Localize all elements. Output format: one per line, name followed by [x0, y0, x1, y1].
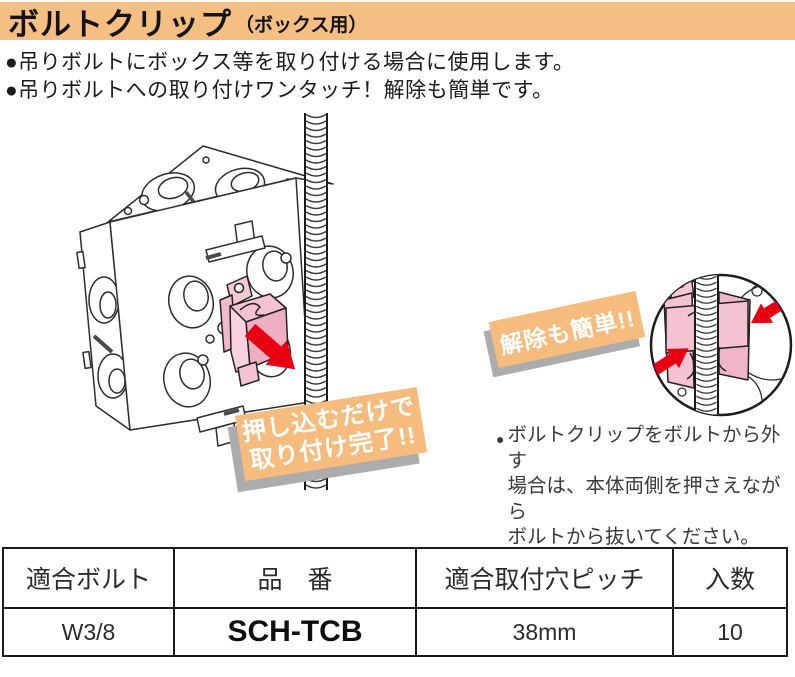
product-spec-table: 適合ボルト 品 番 適合取付穴ピッチ 入数 W3/8 SCH-TCB 38mm …	[2, 547, 788, 657]
intro-bullet-2: ●吊りボルトへの取り付けワンタッチ！解除も簡単です。	[5, 78, 554, 102]
attach-arrow-icon	[244, 323, 296, 370]
intro-bullets: ●吊りボルトにボックス等を取り付ける場合に使用します。 ●吊りボルトへの取り付け…	[5, 49, 574, 104]
outlet-box-drawing	[76, 145, 334, 447]
page-title-band: ボルトクリップ （ボックス用）	[0, 2, 795, 42]
cell-part-number: SCH-TCB	[173, 607, 417, 657]
cell-bolt: W3/8	[2, 607, 175, 657]
col-header-bolt: 適合ボルト	[2, 547, 175, 609]
spec-header-row: 適合ボルト 品 番 適合取付穴ピッチ 入数	[2, 547, 788, 609]
page-subtitle: （ボックス用）	[235, 15, 368, 36]
note-line-3: ボルトから抜いてください。	[507, 526, 760, 548]
note-bullet: ●	[496, 431, 505, 447]
cell-hole-pitch: 38mm	[415, 607, 674, 657]
note-line-2: 場合は、本体両側を押さえながら	[507, 475, 781, 523]
cell-quantity: 10	[672, 607, 788, 657]
note-line-1: ボルトクリップをボルトから外す	[507, 424, 781, 472]
col-header-quantity: 入数	[672, 547, 788, 609]
col-header-hole-pitch: 適合取付穴ピッチ	[415, 547, 674, 609]
intro-bullet-1: ●吊りボルトにボックス等を取り付ける場合に使用します。	[5, 51, 575, 74]
pinch-arrow-left-icon	[651, 348, 689, 377]
release-detail-inset	[649, 273, 793, 417]
removal-note: ● ボルトクリップをボルトから外す 場合は、本体両側を押さえながら ボルトから抜…	[496, 423, 795, 551]
page-title: ボルトクリップ	[8, 6, 232, 42]
spec-data-row: W3/8 SCH-TCB 38mm 10	[2, 607, 788, 657]
col-header-part-number: 品 番	[173, 547, 417, 609]
